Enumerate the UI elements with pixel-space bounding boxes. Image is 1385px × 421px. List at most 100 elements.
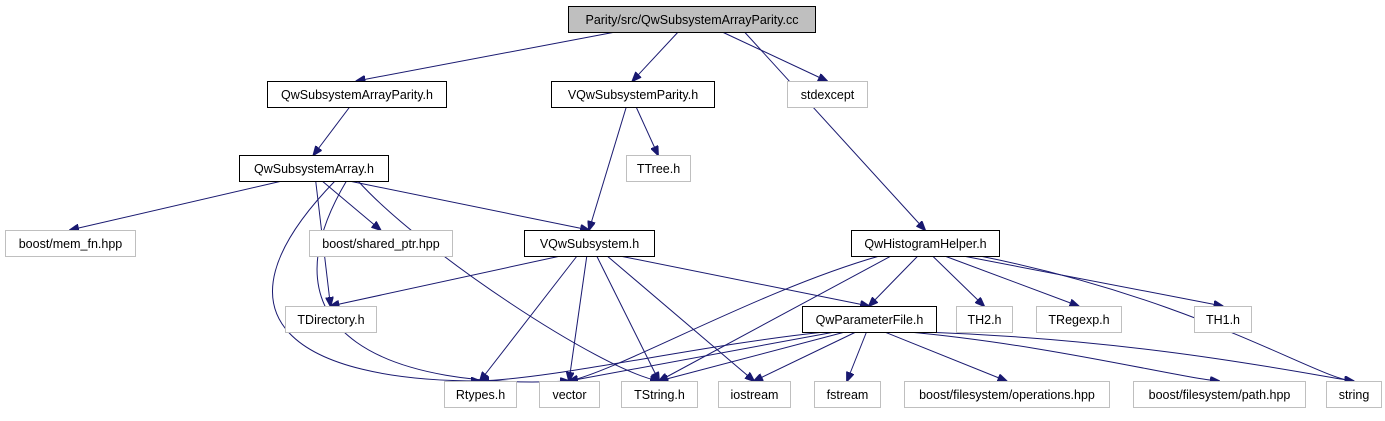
edge-qsa-to-memfn bbox=[70, 180, 283, 230]
node-label: boost/mem_fn.hpp bbox=[19, 237, 123, 251]
node-tstring: TString.h bbox=[621, 381, 698, 408]
node-box bbox=[1036, 306, 1122, 333]
node-box bbox=[551, 81, 715, 108]
node-label: boost/filesystem/operations.hpp bbox=[919, 388, 1095, 402]
edge-vqs-to-tdir bbox=[331, 255, 561, 306]
edge-qhh-to-th1 bbox=[962, 255, 1222, 306]
node-box bbox=[956, 306, 1013, 333]
edge-qpf-to-vector bbox=[569, 331, 835, 381]
edges bbox=[70, 31, 1354, 382]
node-label: TTree.h bbox=[637, 162, 680, 176]
nodes: Parity/src/QwSubsystemArrayParity.ccQwSu… bbox=[5, 6, 1382, 408]
edge-vqs-to-iostream bbox=[606, 255, 754, 381]
node-box bbox=[904, 381, 1110, 408]
edge-root-to-qhh bbox=[744, 31, 925, 230]
node-qpf[interactable]: QwParameterFile.h bbox=[802, 306, 937, 333]
node-vector: vector bbox=[539, 381, 600, 408]
node-box bbox=[267, 81, 447, 108]
node-box bbox=[444, 381, 517, 408]
edge-qhh-to-string bbox=[979, 255, 1354, 381]
node-box bbox=[1133, 381, 1306, 408]
edge-qhh-to-qpf bbox=[869, 255, 919, 306]
node-label: vector bbox=[552, 388, 586, 402]
edge-vqs-to-tstring bbox=[596, 255, 659, 381]
edge-qpf-to-fstream bbox=[847, 331, 867, 381]
edge-qpf-to-tstring bbox=[659, 331, 846, 381]
edge-qsap-to-qsa bbox=[314, 106, 351, 155]
node-label: Parity/src/QwSubsystemArrayParity.cc bbox=[585, 13, 798, 27]
node-ttree: TTree.h bbox=[626, 155, 691, 182]
node-label: stdexcept bbox=[801, 88, 855, 102]
node-string: string bbox=[1326, 381, 1382, 408]
node-root[interactable]: Parity/src/QwSubsystemArrayParity.cc bbox=[568, 6, 816, 33]
node-qsap[interactable]: QwSubsystemArrayParity.h bbox=[267, 81, 447, 108]
node-vqs[interactable]: VQwSubsystem.h bbox=[524, 230, 655, 257]
node-label: VQwSubsystem.h bbox=[540, 237, 639, 251]
node-box bbox=[718, 381, 791, 408]
edge-qhh-to-th2 bbox=[932, 255, 984, 306]
node-label: QwParameterFile.h bbox=[816, 313, 924, 327]
edge-root-to-vqsp bbox=[633, 31, 679, 81]
edge-qhh-to-vector bbox=[569, 255, 880, 381]
node-label: QwSubsystemArrayParity.h bbox=[281, 88, 433, 102]
node-label: TH2.h bbox=[967, 313, 1001, 327]
edge-qsa-to-sharedptr bbox=[321, 180, 380, 230]
edge-vqsp-to-vqs bbox=[589, 106, 627, 230]
edge-qhh-to-tregexp bbox=[944, 255, 1079, 306]
node-box bbox=[787, 81, 868, 108]
node-box bbox=[851, 230, 1000, 257]
node-qhh[interactable]: QwHistogramHelper.h bbox=[851, 230, 1000, 257]
edge-vqs-to-qpf bbox=[619, 255, 869, 306]
node-label: VQwSubsystemParity.h bbox=[568, 88, 698, 102]
node-box bbox=[5, 230, 136, 257]
node-box bbox=[1194, 306, 1252, 333]
node-box bbox=[626, 155, 691, 182]
node-tregexp: TRegexp.h bbox=[1036, 306, 1122, 333]
node-path: boost/filesystem/path.hpp bbox=[1133, 381, 1306, 408]
node-memfn: boost/mem_fn.hpp bbox=[5, 230, 136, 257]
edge-qpf-to-string bbox=[924, 331, 1353, 381]
node-box bbox=[539, 381, 600, 408]
node-box bbox=[568, 6, 816, 33]
node-th2: TH2.h bbox=[956, 306, 1013, 333]
node-label: TRegexp.h bbox=[1048, 313, 1109, 327]
node-box bbox=[802, 306, 937, 333]
node-box bbox=[239, 155, 389, 182]
node-label: boost/filesystem/path.hpp bbox=[1149, 388, 1291, 402]
node-label: iostream bbox=[731, 388, 779, 402]
node-label: TString.h bbox=[634, 388, 685, 402]
node-label: fstream bbox=[827, 388, 869, 402]
edge-vqs-to-rtypes bbox=[480, 255, 578, 381]
node-qsa[interactable]: QwSubsystemArray.h bbox=[239, 155, 389, 182]
node-box bbox=[814, 381, 881, 408]
edge-vqs-to-vector bbox=[569, 255, 588, 381]
node-label: QwSubsystemArray.h bbox=[254, 162, 374, 176]
edge-qsa-to-tstring bbox=[357, 180, 659, 381]
node-iostream: iostream bbox=[718, 381, 791, 408]
node-label: TDirectory.h bbox=[297, 313, 364, 327]
node-box bbox=[309, 230, 453, 257]
node-box bbox=[621, 381, 698, 408]
edge-qpf-to-path bbox=[908, 331, 1219, 381]
node-operations: boost/filesystem/operations.hpp bbox=[904, 381, 1110, 408]
node-label: string bbox=[1339, 388, 1370, 402]
node-label: Rtypes.h bbox=[456, 388, 505, 402]
node-box bbox=[285, 306, 377, 333]
edge-qpf-to-iostream bbox=[754, 331, 857, 381]
edge-qsa-to-rtypes bbox=[272, 180, 480, 381]
node-box bbox=[1326, 381, 1382, 408]
edge-root-to-qsap bbox=[357, 31, 616, 81]
edge-qhh-to-tstring bbox=[659, 255, 892, 381]
node-label: TH1.h bbox=[1206, 313, 1240, 327]
edge-root-to-stdexcept bbox=[722, 31, 827, 81]
edge-qpf-to-operations bbox=[884, 331, 1007, 381]
node-box bbox=[524, 230, 655, 257]
edge-qsa-to-vqs bbox=[348, 180, 589, 230]
edge-vqsp-to-ttree bbox=[635, 106, 658, 155]
node-fstream: fstream bbox=[814, 381, 881, 408]
node-vqsp[interactable]: VQwSubsystemParity.h bbox=[551, 81, 715, 108]
node-th1: TH1.h bbox=[1194, 306, 1252, 333]
node-label: boost/shared_ptr.hpp bbox=[322, 237, 439, 251]
edge-qpf-to-rtypes bbox=[480, 331, 825, 381]
